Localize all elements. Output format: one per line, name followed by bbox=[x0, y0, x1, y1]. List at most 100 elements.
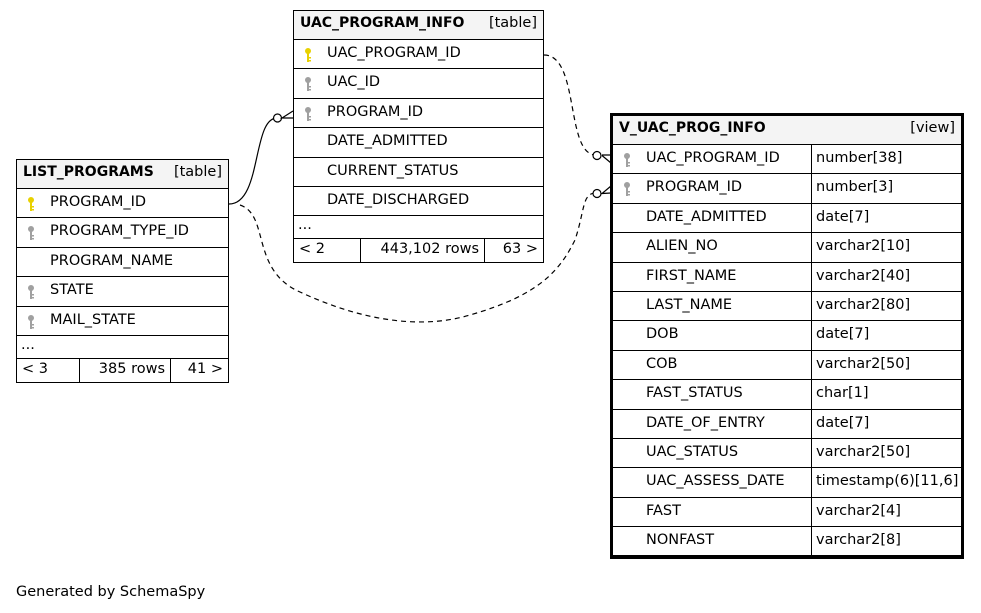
foreign-key-icon bbox=[28, 226, 34, 241]
foreign-key-icon bbox=[624, 182, 630, 197]
table-footer: < 2 443,102 rows 63 > bbox=[294, 239, 543, 263]
column-row[interactable]: LAST_NAME varchar2[80] bbox=[613, 291, 961, 322]
column-name: UAC_PROGRAM_ID bbox=[327, 45, 461, 61]
table-name[interactable]: UAC_PROGRAM_INFO bbox=[300, 15, 465, 31]
column-name: DOB bbox=[646, 326, 679, 343]
table-uac-program-info[interactable]: UAC_PROGRAM_INFO [table] UAC_PROGRAM_ID U… bbox=[293, 10, 544, 264]
link-circle bbox=[592, 150, 602, 161]
column-name: CURRENT_STATUS bbox=[327, 162, 459, 179]
column-name: DATE_ADMITTED bbox=[327, 133, 448, 150]
table-name[interactable]: V_UAC_PROG_INFO bbox=[619, 120, 766, 136]
column-name: LAST_NAME bbox=[646, 296, 733, 313]
column-name: PROGRAM_ID bbox=[50, 194, 147, 210]
primary-key-icon bbox=[305, 48, 311, 62]
foreign-key-icon bbox=[305, 106, 311, 121]
column-row[interactable]: DATE_ADMITTED bbox=[294, 128, 543, 158]
column-name: DATE_OF_ENTRY bbox=[646, 414, 765, 431]
link-view-to-uac-program-info bbox=[543, 54, 597, 156]
column-row[interactable]: PROGRAM_ID bbox=[294, 99, 543, 129]
column-type: number[38] bbox=[816, 150, 903, 166]
column-type: varchar2[80] bbox=[816, 296, 911, 313]
foreign-key-icon bbox=[28, 314, 34, 329]
column-type: varchar2[50] bbox=[816, 355, 911, 372]
table-header: V_UAC_PROG_INFO [view] bbox=[613, 116, 961, 145]
parents-link[interactable]: < 2 bbox=[299, 241, 325, 258]
column-name: MAIL_STATE bbox=[50, 311, 136, 328]
column-type: varchar2[40] bbox=[816, 267, 911, 284]
table-footer: < 3 385 rows 41 > bbox=[17, 358, 228, 382]
column-row[interactable]: DATE_DISCHARGED bbox=[294, 187, 543, 217]
children-link[interactable]: 63 > bbox=[502, 241, 538, 258]
column-row[interactable]: PROGRAM_ID bbox=[17, 189, 228, 219]
table-kind: [table] bbox=[173, 164, 222, 180]
column-row[interactable]: STATE bbox=[17, 277, 228, 307]
link-circle bbox=[592, 188, 602, 199]
column-row[interactable]: DATE_OF_ENTRY date[7] bbox=[613, 409, 961, 439]
column-type: varchar2[10] bbox=[816, 238, 911, 255]
foreign-key-icon bbox=[624, 153, 630, 167]
more-columns: ... bbox=[17, 336, 228, 359]
column-row[interactable]: CURRENT_STATUS bbox=[294, 158, 543, 187]
link-crowfoot bbox=[600, 185, 612, 195]
column-row[interactable]: PROGRAM_NAME bbox=[17, 248, 228, 278]
table-kind: [view] bbox=[910, 120, 955, 136]
generated-by-text: Generated by SchemaSpy bbox=[16, 584, 206, 600]
column-name: PROGRAM_NAME bbox=[50, 252, 174, 269]
foreign-key-icon bbox=[305, 77, 311, 92]
column-name: COB bbox=[646, 355, 678, 372]
column-type: char[1] bbox=[816, 385, 869, 402]
table-kind: [table] bbox=[488, 15, 537, 31]
primary-key-icon bbox=[28, 197, 34, 211]
column-name: DATE_DISCHARGED bbox=[327, 191, 470, 208]
column-name: UAC_ASSESS_DATE bbox=[646, 473, 785, 490]
column-type: date[7] bbox=[816, 326, 870, 343]
column-type: varchar2[4] bbox=[816, 502, 901, 519]
column-row[interactable]: PROGRAM_TYPE_ID bbox=[17, 218, 228, 248]
column-row[interactable]: FAST varchar2[4] bbox=[613, 497, 961, 528]
column-name: DATE_ADMITTED bbox=[646, 208, 767, 225]
parents-link[interactable]: < 3 bbox=[22, 360, 48, 377]
link-crowfoot bbox=[601, 154, 612, 164]
column-name: PROGRAM_TYPE_ID bbox=[50, 223, 189, 240]
column-name: UAC_STATUS bbox=[646, 443, 739, 460]
column-name: STATE bbox=[50, 282, 94, 299]
column-name: NONFAST bbox=[646, 532, 715, 549]
table-header: LIST_PROGRAMS [table] bbox=[17, 160, 228, 189]
column-name: UAC_PROGRAM_ID bbox=[646, 150, 780, 166]
column-name: UAC_ID bbox=[327, 74, 381, 91]
column-row[interactable]: COB varchar2[50] bbox=[613, 350, 961, 381]
column-row[interactable]: FIRST_NAME varchar2[40] bbox=[613, 262, 961, 292]
column-row[interactable]: FAST_STATUS char[1] bbox=[613, 380, 961, 410]
column-row[interactable]: UAC_STATUS varchar2[50] bbox=[613, 438, 961, 469]
column-type: number[3] bbox=[816, 179, 894, 196]
row-count: 443,102 rows bbox=[380, 241, 480, 258]
column-type: date[7] bbox=[816, 208, 870, 225]
column-name: ALIEN_NO bbox=[646, 238, 718, 255]
column-row[interactable]: DOB date[7] bbox=[613, 321, 961, 351]
column-row[interactable]: MAIL_STATE bbox=[17, 307, 228, 336]
column-name: FIRST_NAME bbox=[646, 267, 737, 284]
column-row[interactable]: UAC_PROGRAM_ID number[38] bbox=[613, 145, 961, 175]
column-type: varchar2[50] bbox=[816, 443, 911, 460]
link-crowfoot bbox=[279, 110, 294, 119]
column-name: PROGRAM_ID bbox=[327, 103, 424, 120]
column-row[interactable]: NONFAST varchar2[8] bbox=[613, 527, 961, 557]
table-header: UAC_PROGRAM_INFO [table] bbox=[294, 11, 543, 40]
link-uac-program-info-to-list-programs bbox=[228, 117, 278, 205]
column-name: FAST bbox=[646, 502, 681, 519]
column-name: FAST_STATUS bbox=[646, 385, 743, 402]
column-row[interactable]: UAC_PROGRAM_ID bbox=[294, 40, 543, 70]
column-row[interactable]: UAC_ID bbox=[294, 69, 543, 99]
table-name[interactable]: LIST_PROGRAMS bbox=[23, 164, 154, 180]
link-circle bbox=[272, 113, 283, 123]
children-link[interactable]: 41 > bbox=[187, 360, 223, 377]
column-type: varchar2[8] bbox=[816, 532, 901, 549]
column-row[interactable]: DATE_ADMITTED date[7] bbox=[613, 203, 961, 234]
table-list-programs[interactable]: LIST_PROGRAMS [table] PROGRAM_ID PROGRAM_… bbox=[16, 159, 229, 383]
column-row[interactable]: ALIEN_NO varchar2[10] bbox=[613, 233, 961, 263]
column-type: date[7] bbox=[816, 414, 870, 431]
